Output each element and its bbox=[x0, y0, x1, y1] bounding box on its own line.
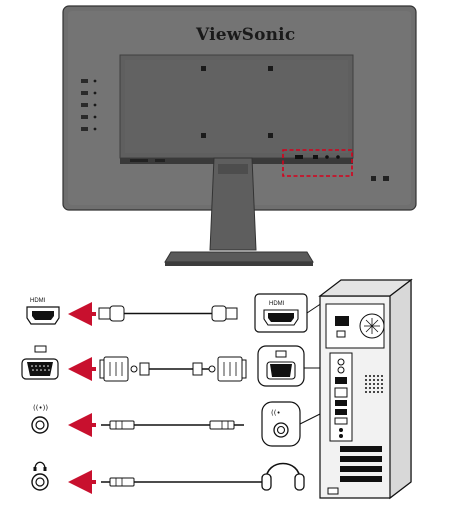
headphone-cable bbox=[101, 477, 268, 487]
expansion-slots bbox=[340, 446, 382, 482]
svg-text:((•: ((• bbox=[271, 409, 281, 417]
hdmi-label: HDMI bbox=[30, 298, 46, 304]
brand-logo: ViewSonic bbox=[195, 25, 295, 45]
row-headphone bbox=[31, 461, 305, 494]
control-buttons bbox=[81, 79, 97, 131]
hdmi-cable bbox=[98, 305, 238, 322]
vga-device-port bbox=[257, 345, 322, 387]
row-audio-in: ((•)) ((• bbox=[31, 401, 323, 447]
lock-and-power-icons bbox=[371, 176, 389, 181]
headphone-icon bbox=[31, 461, 49, 491]
row-vga bbox=[21, 345, 322, 387]
hdmi-port-icon bbox=[26, 306, 60, 325]
audio-in-icon: ((•)) bbox=[31, 404, 49, 434]
vga-port-icon bbox=[21, 345, 59, 380]
vga-cable bbox=[99, 356, 247, 382]
hdmi-device-port bbox=[254, 293, 323, 333]
port-highlight-box bbox=[282, 149, 353, 177]
monitor-stand-base bbox=[164, 251, 314, 263]
row-hdmi bbox=[26, 293, 323, 333]
desktop-tower-icon bbox=[318, 278, 413, 500]
rear-ports bbox=[130, 155, 340, 162]
monitor-back bbox=[62, 5, 417, 266]
audio-in-device-port: ((• bbox=[261, 401, 323, 447]
audio-cable bbox=[101, 420, 244, 430]
hdmi-device-label: HDMI bbox=[269, 301, 285, 307]
vesa-screw-holes bbox=[201, 66, 273, 138]
headphones-device bbox=[261, 462, 305, 491]
svg-text:((•)): ((•)) bbox=[33, 404, 48, 412]
vent-grille bbox=[365, 375, 383, 393]
